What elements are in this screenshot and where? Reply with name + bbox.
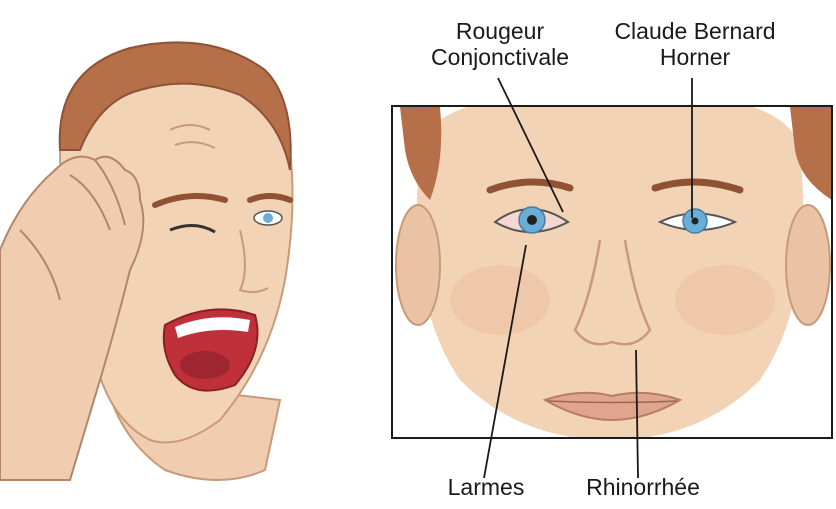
label-redness: Rougeur Conjonctivale: [415, 18, 585, 70]
label-horner-line1: Claude Bernard: [595, 18, 795, 44]
label-redness-line1: Rougeur: [415, 18, 585, 44]
label-horner-line2: Horner: [595, 44, 795, 70]
right-face-illustration: [392, 90, 832, 440]
label-rhinorrhea: Rhinorrhée: [568, 474, 718, 500]
label-redness-line2: Conjonctivale: [415, 44, 585, 70]
label-horner: Claude Bernard Horner: [595, 18, 795, 70]
label-tears: Larmes: [436, 474, 536, 500]
left-face-illustration: [0, 42, 293, 480]
